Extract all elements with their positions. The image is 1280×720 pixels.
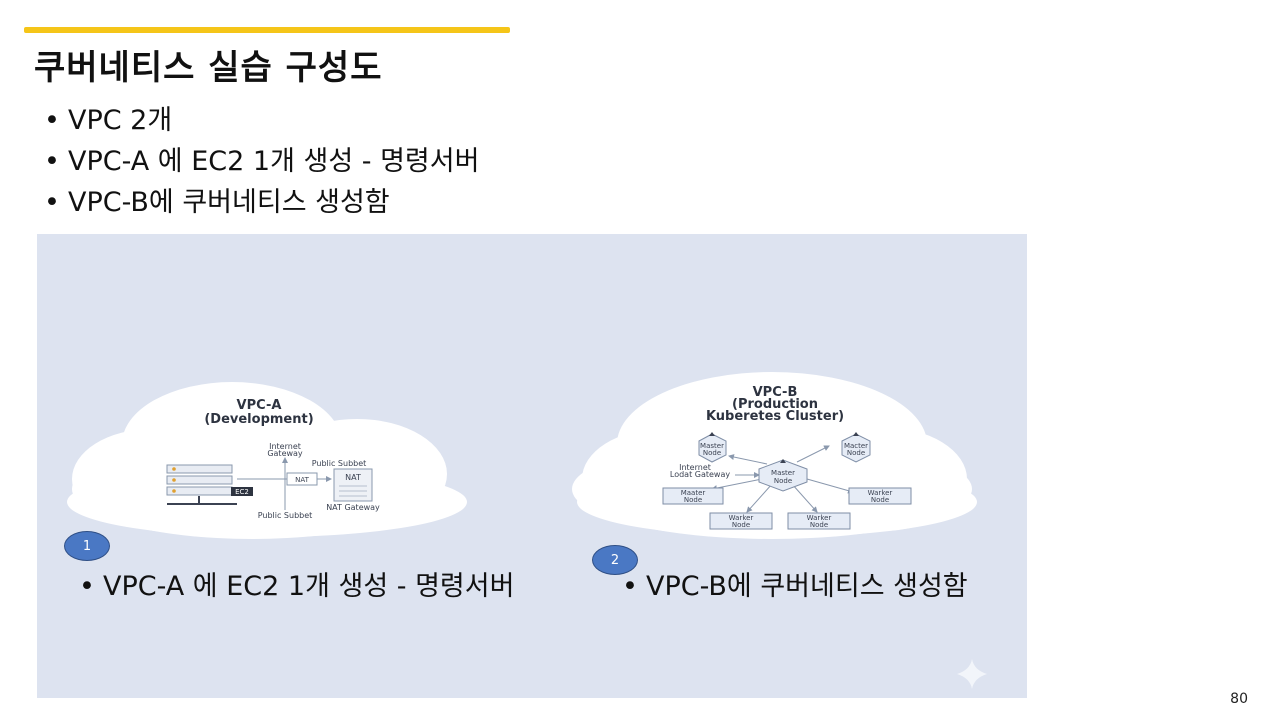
bullet-text: VPC-A 에 EC2 1개 생성 - 명령서버 [68,146,480,177]
node-line1: Warker [807,514,832,522]
bullet-text: VPC-B에 쿠버네티스 생성함 [68,187,390,218]
node-line2: Node [774,477,792,485]
bullet-list: • VPC 2개 • VPC-A 에 EC2 1개 생성 - 명령서버 • VPC-B… [44,100,479,223]
node-line2: Node [847,449,865,457]
node-line2: Node [703,449,721,457]
caption-vpc-a: • VPC-A 에 EC2 1개 생성 - 명령서버 [79,564,514,603]
vpc-b-subtitle-line1: (Production [732,397,818,412]
vpc-b-cloud [572,372,977,539]
diagram-svg: VPC-A (Development) EC2 Internet Gateway… [67,372,987,689]
node-line1: Maater [681,489,706,497]
node-line1: Warker [868,489,893,497]
vpc-b-igw-line2: Lodat Gateway [670,470,730,479]
master-node-hex [841,432,871,463]
master-node-hex [758,459,808,492]
worker-node-box [662,487,724,505]
nat-gateway-label: NAT Gateway [326,503,380,512]
node-line1: Master [771,469,795,477]
vpc-a-title: VPC-A [237,398,282,413]
node-line2: Node [732,521,750,529]
node-line1: Warker [729,514,754,522]
nat-tag-label: NAT [295,476,309,484]
node-line1: Macter [844,442,868,450]
step-badge-1: 1 [64,531,110,561]
sparkle-icon [957,659,987,689]
bullet-item: • VPC 2개 [44,100,479,141]
nat-tag [286,472,318,486]
worker-node-box [709,512,773,530]
ec2-label: EC2 [235,488,249,496]
caption-text: VPC-B에 쿠버네티스 생성함 [646,571,968,602]
worker-node-box [787,512,851,530]
bullet-item: • VPC-A 에 EC2 1개 생성 - 명령서버 [44,141,479,182]
vpc-a-igw-line2: Gateway [267,449,303,458]
node-line2: Node [810,521,828,529]
caption-vpc-b: • VPC-B에 쿠버네티스 생성함 [622,564,968,603]
bullet-marker: • [622,571,638,602]
slide-title: 쿠버네티스 실습 구성도 [34,48,383,88]
vpc-a-igw-line1: Internet [269,442,301,451]
diagram-image: VPC-A (Development) EC2 Internet Gateway… [37,234,1027,698]
bullet-marker: • [44,105,60,136]
vpc-a-public-subnet-top: Public Subbet [312,459,367,468]
caption-text: VPC-A 에 EC2 1개 생성 - 명령서버 [103,571,515,602]
vpc-b-subtitle-line2: Kuberetes Cluster) [706,409,844,424]
node-line2: Node [684,496,702,504]
page-number: 80 [1230,691,1248,707]
vpc-b-igw-line1: Internet [679,463,711,472]
master-node-hex [698,432,727,463]
bullet-item: • VPC-B에 쿠버네티스 생성함 [44,182,479,223]
title-accent-bar [24,27,510,33]
bullet-marker: • [44,187,60,218]
bullet-text: VPC 2개 [68,105,173,136]
vpc-b-title: VPC-B [753,385,798,400]
vpc-a-public-subnet-bottom: Public Subbet [258,511,313,520]
worker-node-box [848,487,912,505]
step-badge-2: 2 [592,545,638,575]
bullet-marker: • [44,146,60,177]
node-line2: Node [871,496,889,504]
nat-gateway-icon [333,468,373,502]
bullet-marker: • [79,571,95,602]
ec2-label-box [231,487,253,496]
node-line1: Master [700,442,724,450]
vpc-a-subtitle: (Development) [204,412,313,427]
vpc-b-connectors [711,445,854,513]
nat-box-label: NAT [345,473,361,482]
